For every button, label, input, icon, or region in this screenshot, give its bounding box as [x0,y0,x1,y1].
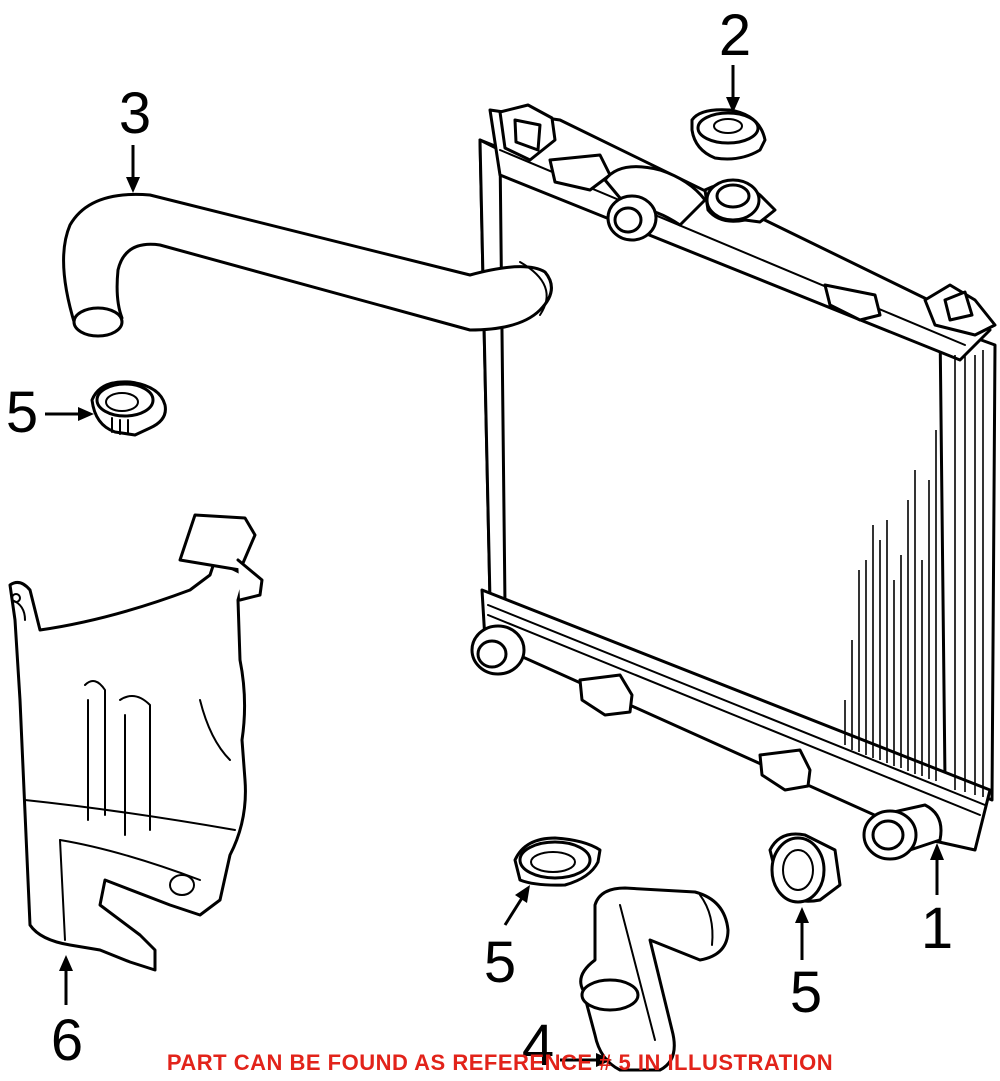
callout-2: 2 [719,3,751,68]
hose-clamp-upper [90,380,167,437]
callout-5-left: 5 [6,380,38,445]
radiator [470,103,997,861]
hose-clamp-center [513,836,602,887]
hose-clamp-lower-right [768,832,842,904]
callout-5-center: 5 [484,930,516,995]
upper-hose [62,192,553,338]
callout-1: 1 [921,896,953,961]
callout-5-right: 5 [790,960,822,1025]
radiator-core-fins [844,350,984,797]
callout-3: 3 [119,81,151,146]
callout-4: 4 [522,1013,554,1078]
callout-6: 6 [51,1008,83,1073]
lower-hose [579,886,730,1072]
coolant-reservoir [8,513,264,972]
radiator-cap [690,108,767,161]
reference-note: PART CAN BE FOUND AS REFERENCE # 5 IN IL… [167,1050,833,1075]
leader-arrows [45,65,944,1067]
